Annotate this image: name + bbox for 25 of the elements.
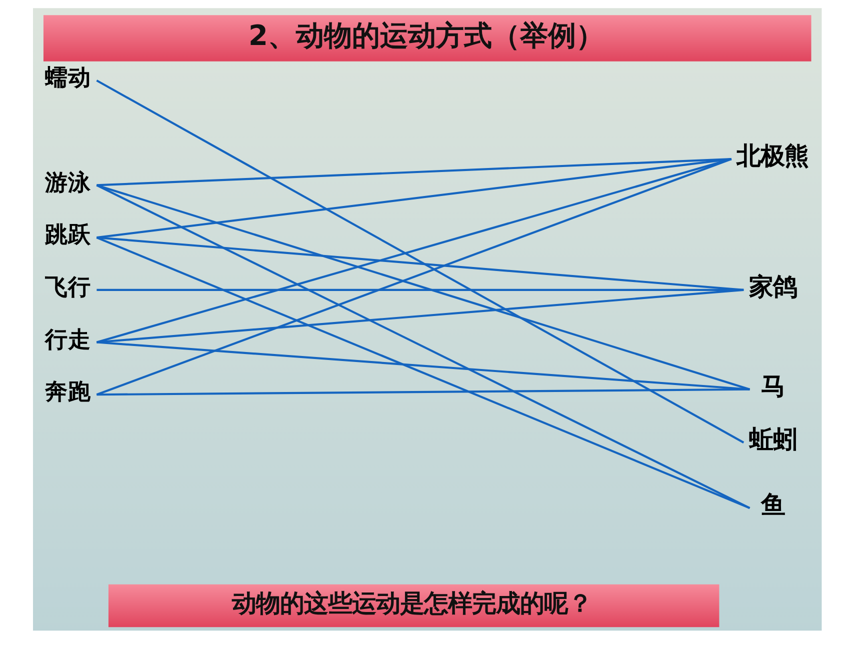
node-text: 奔跑 [44, 379, 90, 406]
node-text: 马 [760, 372, 785, 401]
node-text: 飞行 [44, 274, 90, 301]
connector [96, 236, 750, 509]
node-text: 蠕动 [44, 65, 90, 92]
node-text: 游泳 [44, 170, 90, 196]
connector [96, 158, 731, 186]
node-text: 行走 [44, 326, 90, 353]
node-box: 动物的这些运动是怎样完成的呢？ [108, 584, 719, 628]
node-text: 蚯蚓 [748, 424, 796, 454]
connector [96, 158, 732, 344]
connector [96, 184, 750, 390]
node-text: 北极熊 [736, 141, 808, 170]
connector [96, 288, 744, 344]
node-text: 鱼 [760, 490, 785, 520]
connector [96, 80, 744, 444]
connector [96, 158, 732, 396]
node-text: 跳跃 [44, 222, 90, 248]
connector [96, 388, 750, 396]
connector [96, 236, 744, 291]
diagram-title: 2、动物的运动方式（举例） [248, 18, 604, 52]
connector [96, 184, 750, 509]
connector [96, 341, 750, 390]
connector [96, 158, 732, 239]
node-text: 家鸽 [748, 272, 796, 302]
